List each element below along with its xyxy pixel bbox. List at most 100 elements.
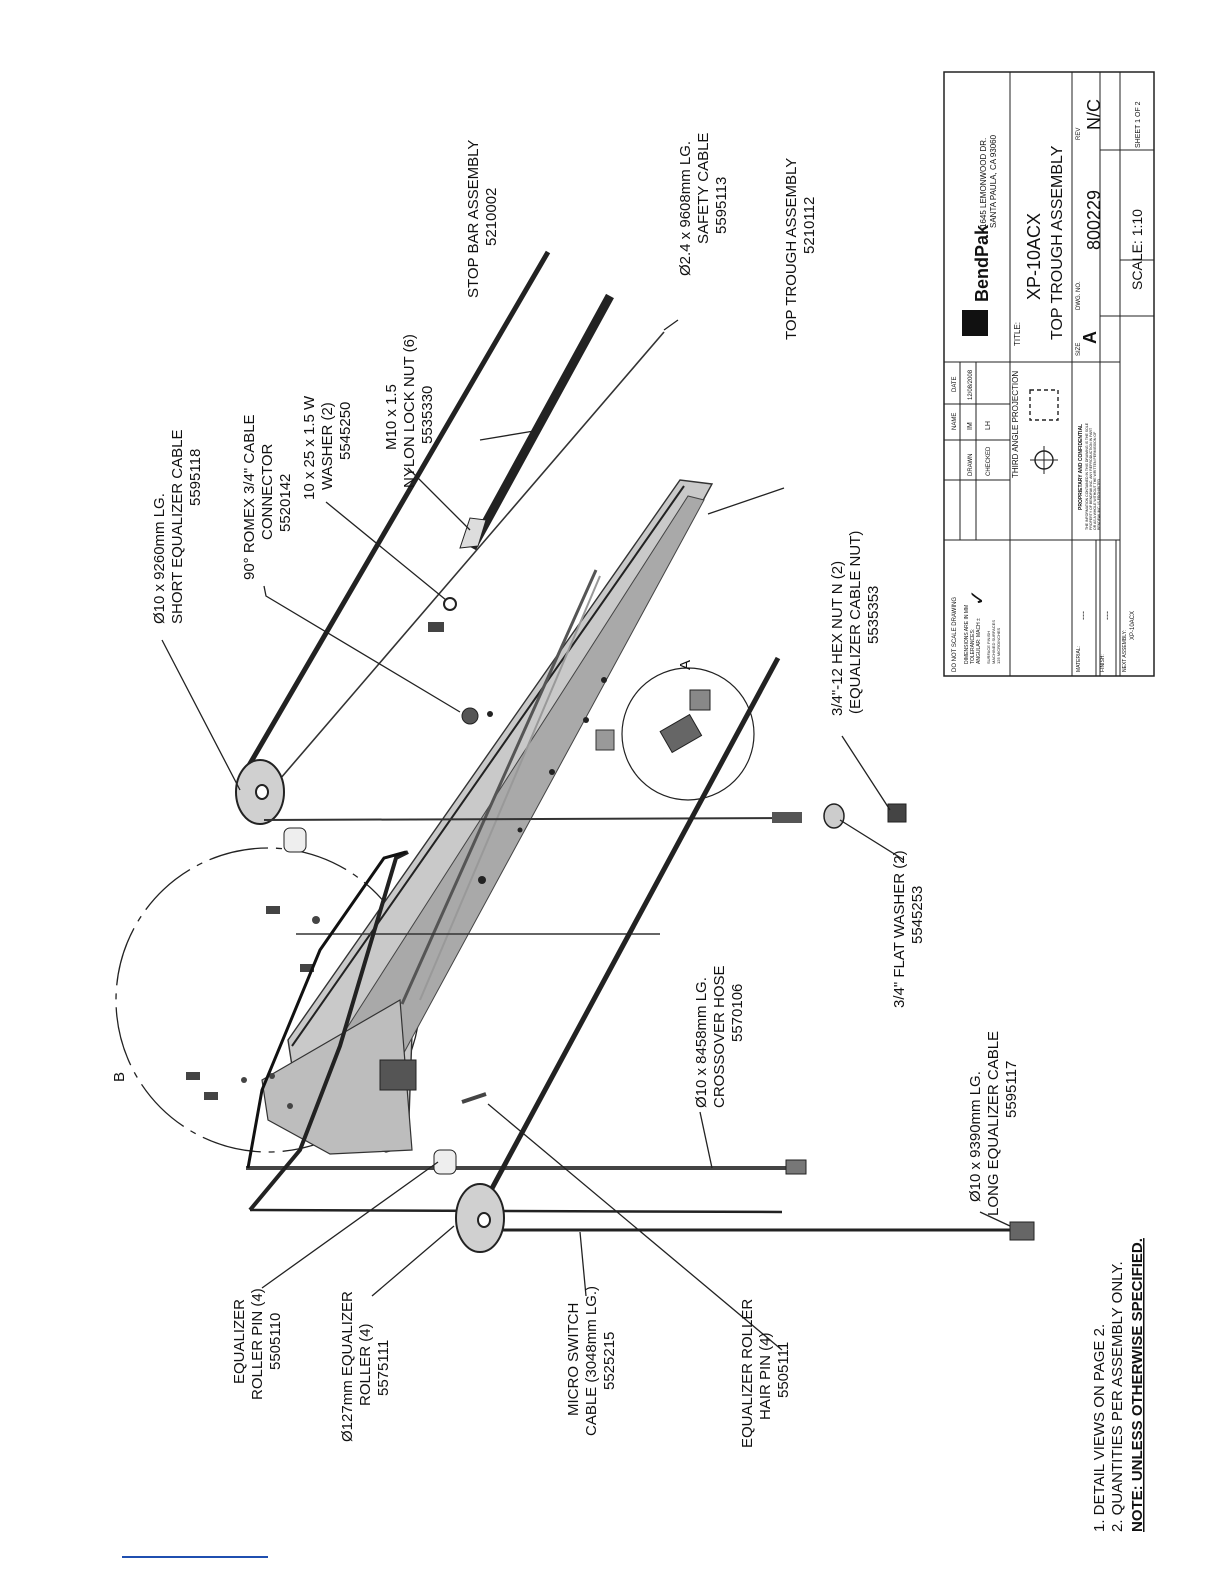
detail-a-part-2 <box>689 689 711 711</box>
callout-micro-switch: MICRO SWITCH CABLE (3048mm LG.) 5525215 <box>565 1286 618 1436</box>
callout-line: 5505111 <box>775 1342 792 1398</box>
stop-bar-bracket <box>459 517 487 549</box>
drawn-date: 12/08/2008 <box>968 369 974 400</box>
callout-top-trough: TOP TROUGH ASSEMBLY 5210112 <box>783 158 818 340</box>
callout-roller-pin: EQUALIZER ROLLER PIN (4) 5505110 <box>231 1288 284 1400</box>
callout-line: 5545253 <box>909 886 926 944</box>
romex-connector-part <box>461 707 479 725</box>
callout-line: LONG EQUALIZER CABLE <box>985 1031 1002 1216</box>
stop-bar <box>468 293 614 551</box>
callout-line: 10 x 25 x 1.5 W <box>301 395 318 500</box>
cable-end-1 <box>772 812 802 823</box>
name-header: NAME <box>952 413 958 430</box>
finish-note-2: MACHINED SURFACES <box>991 620 996 664</box>
upper-roller-hub <box>255 784 269 800</box>
title-line-2: TOP TROUGH ASSEMBLY <box>1049 145 1066 340</box>
callout-line: 3/4" FLAT WASHER (2) <box>891 850 908 1008</box>
callout-romex-connector: 90° ROMEX 3/4" CABLE CONNECTOR 5520142 <box>241 414 294 580</box>
dwg-no-label: DWG. NO. <box>1076 281 1082 310</box>
hair-pin-part <box>461 1092 487 1104</box>
checked-name: LH <box>985 421 992 430</box>
callout-roller: Ø127mm EQUALIZER ROLLER (4) 5575111 <box>339 1291 392 1442</box>
cable-drop-1 <box>263 817 803 821</box>
callout-stop-bar: STOP BAR ASSEMBLY 5210002 <box>465 140 500 298</box>
drawing-geometry: B A <box>111 250 1035 1253</box>
leader-lines <box>161 319 1011 1351</box>
callout-line: CONNECTOR <box>259 443 276 540</box>
flat-washer-part <box>823 803 845 829</box>
callout-line: M10 x 1.5 <box>383 384 400 450</box>
callout-line: EQUALIZER <box>231 1299 248 1384</box>
note-item: 2. QUANTITIES PER ASSEMBLY ONLY. <box>1109 1261 1126 1532</box>
callout-line: Ø10 x 9260mm LG. <box>151 493 168 624</box>
callout-short-cable: Ø10 x 9260mm LG. SHORT EQUALIZER CABLE 5… <box>151 429 204 624</box>
callout-line: 5520142 <box>277 474 294 532</box>
detail-b-hardware <box>186 906 320 1109</box>
dims-note-2: TOLERANCES: <box>970 629 976 664</box>
callout-line: Ø10 x 9390mm LG. <box>967 1071 984 1202</box>
finish-value: --- <box>1102 611 1112 620</box>
callout-flat-washer: 3/4" FLAT WASHER (2) 5545253 <box>891 850 926 1008</box>
company-address-1: 1645 LEMONWOOD DR. <box>979 138 988 228</box>
trough-end-plate <box>261 999 413 1155</box>
callout-line: NYLON LOCK NUT (6) <box>401 334 418 488</box>
long-equalizer-cable <box>248 850 409 1212</box>
date-header: DATE <box>952 376 958 392</box>
safety-cable <box>261 331 665 801</box>
callout-line: (EQUALIZER CABLE NUT) <box>847 531 864 714</box>
material-value: --- <box>1078 611 1088 620</box>
callout-lock-nut: M10 x 1.5 NYLON LOCK NUT (6) 5535330 <box>383 334 436 488</box>
callout-line: 3/4"-12 HEX NUT N (2) <box>829 561 846 716</box>
roller-pin-upper <box>283 827 307 853</box>
surface-check-icon: ✓ <box>967 589 989 606</box>
note-item: 1. DETAIL VIEWS ON PAGE 2. <box>1091 1324 1108 1532</box>
callout-line: CROSSOVER HOSE <box>711 965 728 1108</box>
callout-line: 5505110 <box>267 1313 284 1370</box>
checked-label: CHECKED <box>986 446 992 476</box>
callout-line: 5210002 <box>483 188 500 246</box>
callout-hex-nut: 3/4"-12 HEX NUT N (2) (EQUALIZER CABLE N… <box>829 531 882 716</box>
dwg-number: 800229 <box>1084 190 1104 250</box>
next-assembly-label: NEXT ASSEMBLY: <box>1122 630 1128 672</box>
callout-line: CABLE (3048mm LG.) <box>583 1286 600 1436</box>
proprietary-heading: PROPRIETARY AND CONFIDENTIAL <box>1078 424 1084 510</box>
company-name: BendPak <box>972 224 992 302</box>
callout-line: 5595117 <box>1003 1061 1020 1118</box>
detail-label-b: B <box>111 1072 128 1082</box>
callout-line: ROLLER PIN (4) <box>249 1288 266 1400</box>
short-equalizer-cable <box>241 250 551 776</box>
projection-label: THIRD ANGLE PROJECTION <box>1011 371 1020 478</box>
callout-line: WASHER (2) <box>319 402 336 490</box>
callout-line: 5535353 <box>865 586 882 644</box>
callout-line: 5525215 <box>601 1332 618 1390</box>
bendpak-logo-mark <box>962 310 988 336</box>
trough-rail-2 <box>419 575 601 1001</box>
next-assembly-value: XP-10ACX <box>1130 611 1136 640</box>
note-heading: NOTE: UNLESS OTHERWISE SPECIFIED. <box>1129 1238 1146 1532</box>
finish-label: FINISH: <box>1100 654 1106 672</box>
callout-safety-cable: Ø2.4 x 9608mm LG. SAFETY CABLE 5595113 <box>677 133 730 276</box>
callout-hair-pin: EQUALIZER ROLLER HAIR PIN (4) 5505111 <box>739 1299 792 1448</box>
callout-line: HAIR PIN (4) <box>757 1332 774 1420</box>
drawn-name: IM <box>967 422 974 430</box>
lower-roller-hub <box>477 1212 491 1228</box>
drawn-label: DRAWN <box>968 454 974 476</box>
micro-switch-lead <box>246 850 407 1169</box>
dims-note-1: DIMENSIONS ARE IN MM <box>964 605 970 664</box>
callout-line: 5535330 <box>419 386 436 444</box>
material-label: MATERIAL: <box>1076 646 1082 672</box>
callout-long-cable: Ø10 x 9390mm LG. LONG EQUALIZER CABLE 55… <box>967 1031 1020 1216</box>
scale-value: SCALE: 1:10 <box>1129 209 1145 290</box>
callout-line: 5570106 <box>729 984 746 1042</box>
rev-label: REV <box>1076 128 1082 140</box>
title-block: BendPak 1645 LEMONWOOD DR. SANTA PAULA, … <box>943 71 1155 677</box>
sheet-value: SHEET 1 OF 2 <box>1135 101 1142 148</box>
hose-fitting <box>785 1159 807 1175</box>
projection-cone-icon <box>1029 389 1059 421</box>
size-value: A <box>1080 331 1100 344</box>
roller-pin-lower <box>433 1149 457 1175</box>
company-address-2: SANTA PAULA, CA 93060 <box>989 134 998 228</box>
detail-a-part-1 <box>659 713 703 754</box>
callout-line: Ø10 x 8458mm LG. <box>693 977 710 1108</box>
